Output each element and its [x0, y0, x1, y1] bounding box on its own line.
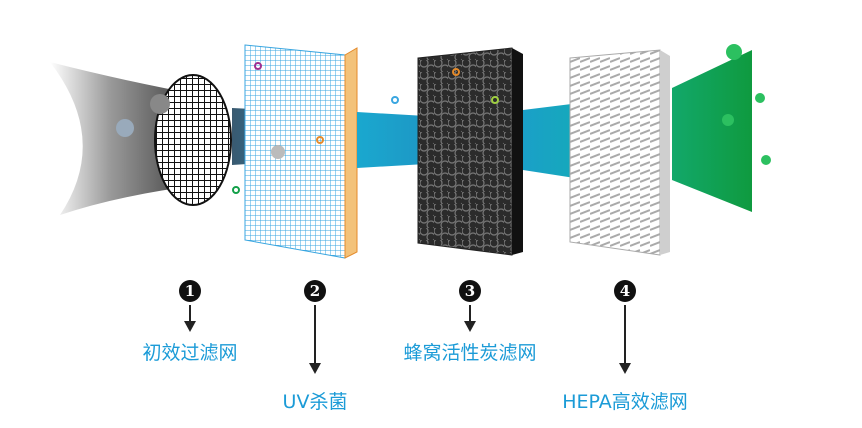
stage-label-hepa: HEPA高效滤网 [562, 391, 688, 413]
arrow-down-icon [309, 305, 321, 374]
clean-air-flow [672, 50, 752, 212]
stage-number-4: 4 [614, 280, 636, 302]
stage-label-carbon: 蜂窝活性炭滤网 [403, 342, 537, 364]
carbon-filter [417, 47, 523, 256]
stage-number-2: 2 [304, 280, 326, 302]
stage-number-3: 3 [459, 280, 481, 302]
arrow-down-icon [619, 305, 631, 374]
stage-label-uv: UV杀菌 [282, 391, 348, 413]
arrow-down-icon [464, 305, 476, 332]
stage-number-1: 1 [179, 280, 201, 302]
arrow-down-icon [184, 305, 196, 332]
stage-label-primary-filter: 初效过滤网 [142, 342, 238, 364]
uv-filter [244, 44, 358, 259]
primary-mesh-filter [154, 74, 232, 206]
hepa-filter [569, 49, 670, 256]
particles [116, 44, 771, 194]
